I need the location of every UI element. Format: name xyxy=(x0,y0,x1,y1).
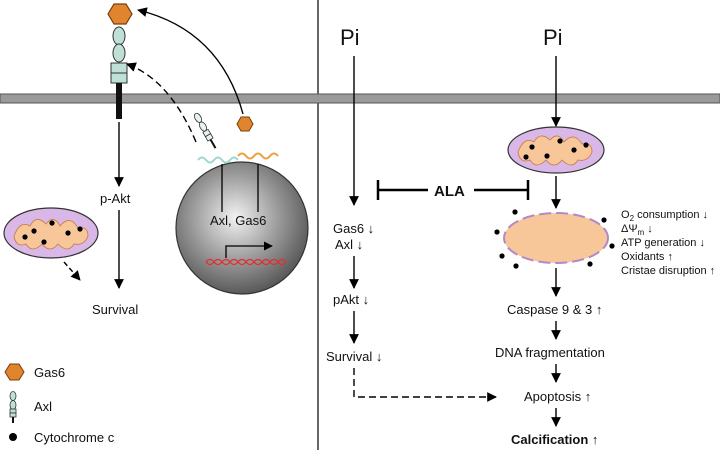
calcification-label: Calcification ↑ xyxy=(511,432,598,447)
pakt-decrease-label: pAkt ↓ xyxy=(333,292,369,307)
new-gas6-protein xyxy=(236,116,254,132)
cytochrome-dot xyxy=(77,226,83,232)
axl-domain xyxy=(110,72,128,84)
gas6-mrna xyxy=(237,152,279,160)
arrow-survival-to-apoptosis xyxy=(353,368,497,402)
cytochrome-dot xyxy=(583,142,589,148)
effect-oxidants: Oxidants ↑ xyxy=(621,251,673,263)
cytochrome-dot xyxy=(31,228,37,234)
effect-o2-consumption: O2 consumption ↓ xyxy=(621,209,708,223)
legend: Gas6 Axl Cytochrome c xyxy=(4,363,115,445)
cytochrome-dot xyxy=(523,154,529,160)
survival-decrease-label: Survival ↓ xyxy=(326,349,382,364)
mitochondrion-damaged xyxy=(494,209,615,269)
released-cytochrome-dot xyxy=(601,217,607,223)
axl-decrease-label: Axl ↓ xyxy=(335,237,363,252)
cytochrome-dot xyxy=(544,153,550,159)
legend-gas6-icon xyxy=(4,363,25,381)
mitochondrion-normal xyxy=(507,126,605,174)
effect-membrane-potential: ΔΨm ↓ xyxy=(621,223,653,237)
cytochrome-dot xyxy=(571,147,577,153)
cytochrome-dot xyxy=(41,239,47,245)
released-cytochrome-dot xyxy=(512,209,518,215)
axl-domain xyxy=(112,43,126,63)
p-akt-label: p-Akt xyxy=(100,191,131,206)
transcription-start-arrow xyxy=(225,241,273,258)
cytochrome-dot xyxy=(65,230,71,236)
gas6-hexagon xyxy=(107,3,133,25)
effect-atp-generation: ATP generation ↓ xyxy=(621,237,705,249)
released-cytochrome-dot xyxy=(494,229,500,235)
axl-domain xyxy=(112,26,126,46)
arrow-mito-to-survival xyxy=(63,261,81,281)
legend-axl-label: Axl xyxy=(34,399,52,414)
new-axl-protein xyxy=(193,112,217,149)
released-cytochrome-dot xyxy=(587,261,593,267)
axl-domain xyxy=(110,62,128,74)
cytochrome-dot xyxy=(557,138,563,144)
ala-label: ALA xyxy=(434,183,465,200)
released-cytochrome-dot xyxy=(609,243,615,249)
dna-fragmentation-label: DNA fragmentation xyxy=(495,345,605,360)
legend-gas6-label: Gas6 xyxy=(34,365,65,380)
released-cytochrome-dot xyxy=(499,253,505,259)
pi-label-middle: Pi xyxy=(340,25,360,50)
survival-label: Survival xyxy=(92,302,138,317)
legend-cytochrome-icon xyxy=(9,433,17,441)
axl-stalk xyxy=(116,83,122,119)
cytochrome-dot xyxy=(529,144,535,150)
mitochondrion-healthy xyxy=(3,207,99,259)
effect-cristae-disruption: Cristae disruption ↑ xyxy=(621,265,715,277)
caspase-label: Caspase 9 & 3 ↑ xyxy=(507,302,602,317)
nucleus: Axl, Gas6 xyxy=(175,161,309,295)
arrow-axl-to-membrane xyxy=(126,62,197,143)
released-cytochrome-dot xyxy=(513,263,519,269)
legend-cytochrome-label: Cytochrome c xyxy=(34,430,115,445)
gas6-decrease-label: Gas6 ↓ xyxy=(333,221,374,236)
cytochrome-dot xyxy=(22,234,28,240)
pi-label-right: Pi xyxy=(543,25,563,50)
axl-mrna xyxy=(197,156,239,164)
cell-membrane xyxy=(0,93,720,104)
legend-axl-icon xyxy=(9,391,17,423)
apoptosis-label: Apoptosis ↑ xyxy=(524,389,591,404)
nucleus-gene-label: Axl, Gas6 xyxy=(210,213,266,228)
axl-gas6-receptor xyxy=(107,3,133,119)
arrow-gas6-to-receptor xyxy=(137,7,244,115)
cytochrome-dot xyxy=(49,220,55,226)
mito-effects-list: O2 consumption ↓ ΔΨm ↓ ATP generation ↓ … xyxy=(621,209,715,277)
